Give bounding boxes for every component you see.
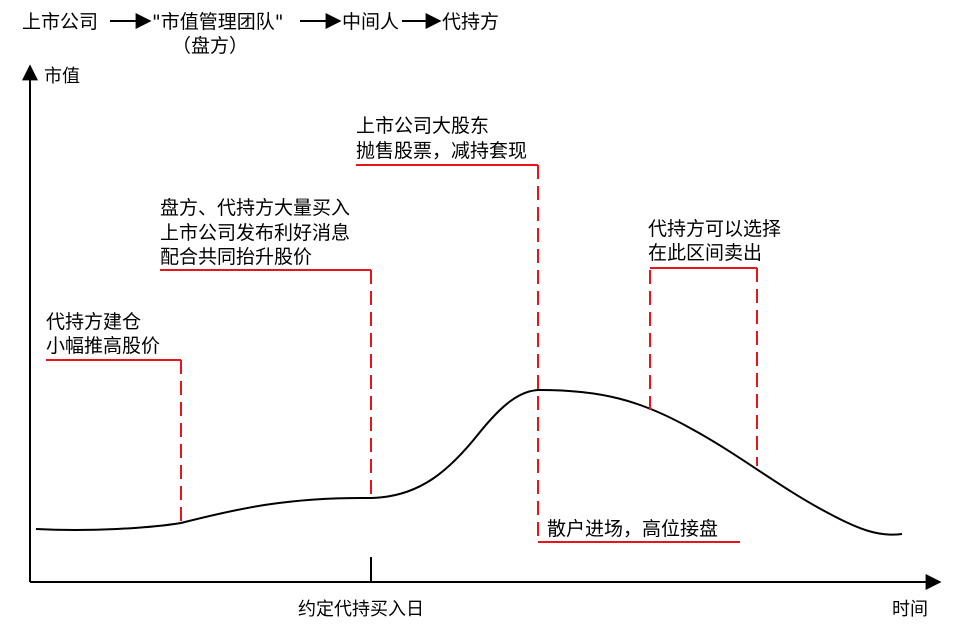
flow-chain: 上市公司 "市值管理团队" （盘方） 中间人 代持方 xyxy=(22,11,499,57)
x-axis-tick-label-agreed-buy-date: 约定代持买入日 xyxy=(298,599,424,620)
annotation-stage3-line1: 上市公司大股东 xyxy=(356,115,489,137)
annotation-stage3: 上市公司大股东 抛售股票，减持套现 xyxy=(356,115,539,540)
flow-step-listed-company: 上市公司 xyxy=(22,11,98,33)
annotation-stage2-line2: 上市公司发布利好消息 xyxy=(160,222,350,244)
annotation-stage1: 代持方建仓 小幅推高股价 xyxy=(46,311,182,523)
annotation-stage4-text: 散户进场，高位接盘 xyxy=(547,518,718,540)
axes: 市值 时间 约定代持买入日 xyxy=(22,64,942,620)
annotation-stage3-line2: 抛售股票，减持套现 xyxy=(356,140,527,162)
flow-step-market-cap-team-sub: （盘方） xyxy=(172,35,248,57)
market-cap-curve xyxy=(35,388,903,536)
annotation-stage5-line2: 在此区间卖出 xyxy=(648,242,762,264)
annotation-stage1-line1: 代持方建仓 xyxy=(46,311,141,333)
annotation-stage2: 盘方、代持方大量买入 上市公司发布利好消息 配合共同抬升股价 xyxy=(160,197,372,498)
annotation-stage5: 代持方可以选择 在此区间卖出 xyxy=(648,218,781,466)
annotation-stage5-line1: 代持方可以选择 xyxy=(648,218,781,240)
annotation-stage2-line3: 配合共同抬升股价 xyxy=(160,246,312,268)
annotation-stage1-line2: 小幅推高股价 xyxy=(46,335,160,357)
y-axis-label: 市值 xyxy=(44,66,80,87)
annotation-stage2-line1: 盘方、代持方大量买入 xyxy=(160,197,350,219)
annotation-stage4: 散户进场，高位接盘 xyxy=(538,518,740,543)
flow-step-nominee-holder: 代持方 xyxy=(442,11,499,33)
x-axis-label: 时间 xyxy=(892,599,928,620)
flow-step-intermediary: 中间人 xyxy=(342,11,399,33)
flow-step-market-cap-team: "市值管理团队" xyxy=(152,11,283,33)
